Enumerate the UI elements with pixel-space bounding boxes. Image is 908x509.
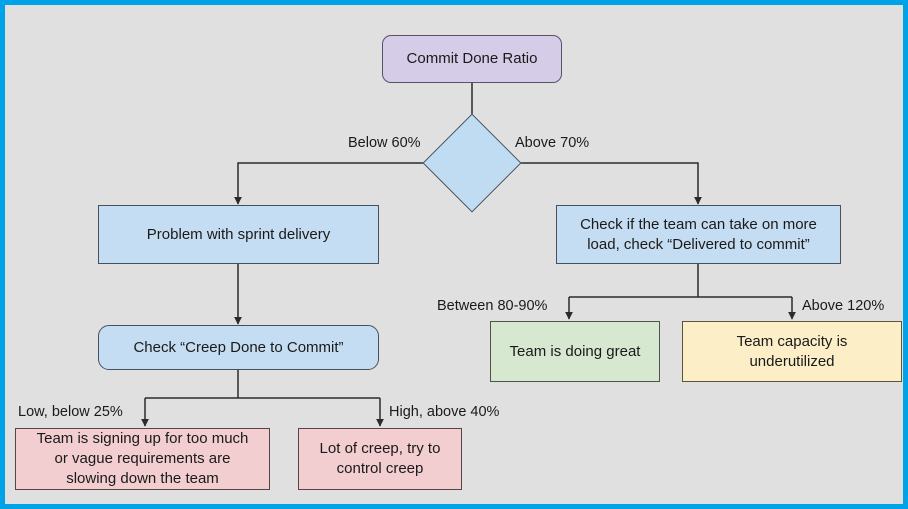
node-lot-of-creep[interactable]: Lot of creep, try to control creep xyxy=(298,428,462,490)
edge-decision-to-check-load xyxy=(507,162,702,205)
edge-label-above-70: Above 70% xyxy=(515,135,590,151)
edge-label-above-120: Above 120% xyxy=(802,298,885,314)
node-signing-up-line2: or vague requirements are xyxy=(54,450,231,468)
node-decision-diamond[interactable] xyxy=(422,113,522,213)
node-check-team-load-line2: load, check “Delivered to commit” xyxy=(587,235,810,253)
node-lot-of-creep-line1: Lot of creep, try to xyxy=(319,440,441,458)
node-team-capacity-underutilized[interactable]: Team capacity is underutilized xyxy=(682,321,902,382)
edge-label-high-above-40: High, above 40% xyxy=(389,404,500,420)
node-check-creep-label: Check “Creep Done to Commit” xyxy=(133,338,344,356)
node-commit-done-ratio-label: Commit Done Ratio xyxy=(406,50,538,68)
node-underutilized-line1: Team capacity is xyxy=(736,332,848,350)
node-signing-up-line1: Team is signing up for too much xyxy=(36,430,249,448)
node-underutilized-line2: underutilized xyxy=(749,352,835,370)
node-lot-of-creep-line2: control creep xyxy=(336,460,424,477)
node-check-team-load-line1: Check if the team can take on more xyxy=(580,215,817,233)
node-problem-label: Problem with sprint delivery xyxy=(146,225,331,243)
node-check-team-load[interactable]: Check if the team can take on more load,… xyxy=(556,205,841,264)
node-team-doing-great-label: Team is doing great xyxy=(509,342,641,360)
node-problem-with-sprint-delivery[interactable]: Problem with sprint delivery xyxy=(98,205,379,264)
edge-label-between-80-90: Between 80-90% xyxy=(437,298,548,314)
node-signing-up-line3: slowing down the team xyxy=(66,469,219,487)
edge-label-low-below-25: Low, below 25% xyxy=(18,404,123,420)
node-team-doing-great[interactable]: Team is doing great xyxy=(490,321,660,382)
node-team-signing-up-too-much[interactable]: Team is signing up for too much or vague… xyxy=(15,428,270,490)
node-commit-done-ratio[interactable]: Commit Done Ratio xyxy=(382,35,562,83)
edge-label-below-60: Below 60% xyxy=(348,135,421,151)
edge-decision-to-problem xyxy=(234,162,437,205)
node-check-creep-done-to-commit[interactable]: Check “Creep Done to Commit” xyxy=(98,325,379,370)
